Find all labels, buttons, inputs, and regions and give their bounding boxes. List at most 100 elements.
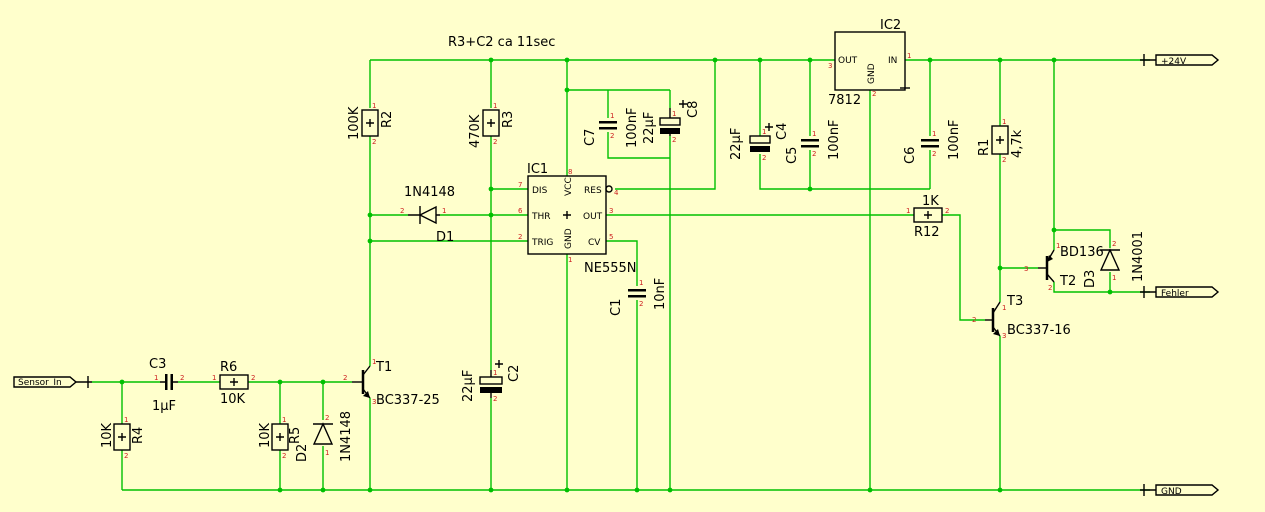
r6-value: 10K <box>220 392 246 407</box>
c4-name: C4 <box>775 123 790 140</box>
ic1-pin-res: RES <box>584 186 602 196</box>
diode-d3[interactable]: D3 1N4001 2 1 <box>1083 231 1146 288</box>
ic1-res-inversion-dot <box>605 185 613 193</box>
pin-num: 1 <box>154 374 158 382</box>
c6-name: C6 <box>903 147 918 164</box>
ic1-pin-trig: TRIG <box>531 238 553 248</box>
port-gnd[interactable]: GND <box>1140 484 1220 497</box>
c3-value: 1µF <box>152 399 176 414</box>
d2-value: 1N4148 <box>339 411 354 462</box>
port-sensor-in[interactable]: Sensor_In <box>13 376 92 388</box>
ic2-7812[interactable]: IC2 7812 OUT IN GND 3 1 2 <box>828 18 911 108</box>
resistor-r3[interactable]: 470K R3 1 2 <box>468 102 516 148</box>
t2-value: BD136 <box>1060 245 1104 260</box>
c5-value: 100nF <box>827 119 842 160</box>
pin-num: 2 <box>343 374 347 382</box>
pin-num: 2 <box>372 138 376 146</box>
ic2-pin-gnd: GND <box>867 63 877 84</box>
port-24v[interactable]: +24V <box>1140 54 1220 67</box>
pin-num: 8 <box>568 168 572 176</box>
r3-value: 470K <box>468 114 483 148</box>
c2-name: C2 <box>507 365 522 382</box>
pin-num: 3 <box>1024 265 1028 273</box>
pin-num: 1 <box>907 52 911 60</box>
c8-name: C8 <box>686 101 701 118</box>
pin-num: 1 <box>1002 304 1006 312</box>
transistor-t1[interactable]: T1 BC337-25 2 1 3 <box>343 358 440 408</box>
pin-num: 1 <box>568 256 572 264</box>
c8-value: 22µF <box>642 112 657 144</box>
c1-name: C1 <box>609 299 624 316</box>
capacitor-c6[interactable]: C6 100nF 1 2 <box>903 119 962 164</box>
r1-value: 4,7k <box>1010 129 1025 158</box>
pin-num: 2 <box>610 132 614 140</box>
pin-num: 3 <box>609 207 613 215</box>
capacitor-c2[interactable]: 22µF C2 1 2 <box>461 360 522 403</box>
resistor-r4[interactable]: 10K R4 1 2 <box>100 416 146 460</box>
pin-num: 2 <box>762 154 766 162</box>
pin-num: 2 <box>972 316 976 324</box>
diode-d2[interactable]: D2 1N4148 2 1 <box>295 411 354 462</box>
capacitor-c5[interactable]: C5 100nF 1 2 <box>785 119 842 164</box>
pin-num: 2 <box>932 150 936 158</box>
diode-d1[interactable]: 1N4148 D1 2 1 <box>400 185 455 245</box>
pin-num: 1 <box>1056 242 1060 250</box>
pin-num: 1 <box>672 110 676 118</box>
pin-num: 6 <box>518 207 523 215</box>
capacitor-c3[interactable]: C3 1µF 1 2 <box>149 357 184 414</box>
ic1-pin-dis: DIS <box>532 186 548 196</box>
ic2-name: IC2 <box>880 18 901 33</box>
capacitor-c8[interactable]: 22µF C8 1 2 <box>642 100 701 144</box>
pin-num: 3 <box>372 398 376 406</box>
pin-num: 2 <box>180 374 184 382</box>
pin-num: 2 <box>1048 284 1052 292</box>
pin-num: 2 <box>1112 240 1116 248</box>
t3-name: T3 <box>1006 294 1023 309</box>
d2-name: D2 <box>295 444 310 462</box>
pin-num: 1 <box>493 102 497 110</box>
d3-value: 1N4001 <box>1131 231 1146 282</box>
port-fehler[interactable]: Fehler <box>1140 286 1220 299</box>
ic2-pin-out: OUT <box>838 56 858 66</box>
pin-num: 3 <box>1002 332 1006 340</box>
capacitor-c7[interactable]: C7 100nF 1 2 <box>583 107 640 148</box>
r12-name: R12 <box>914 225 940 240</box>
pin-num: 2 <box>282 452 286 460</box>
pin-num: 1 <box>639 279 643 287</box>
ic1-ne555[interactable]: IC1 NE555N DIS THR TRIG RES OUT CV VCC G… <box>518 162 636 276</box>
transistor-t2[interactable]: BD136 T2 3 1 2 <box>1024 242 1104 292</box>
resistor-r2[interactable]: 100K R2 1 2 <box>347 102 395 146</box>
pin-num: 1 <box>372 102 376 110</box>
pin-num: 1 <box>212 374 216 382</box>
pin-num: 2 <box>325 414 329 422</box>
wires <box>92 59 1150 491</box>
pin-num: 2 <box>945 207 949 215</box>
resistor-r6[interactable]: R6 10K 1 2 <box>212 360 255 407</box>
resistor-r1[interactable]: R1 4,7k 1 2 <box>977 118 1025 164</box>
pin-num: 3 <box>828 62 832 70</box>
t2-name: T2 <box>1059 274 1076 289</box>
c7-name: C7 <box>583 129 598 146</box>
transistor-t3[interactable]: T3 BC337-16 2 1 3 <box>972 294 1071 340</box>
resistor-r12[interactable]: 1K R12 1 2 <box>906 194 949 240</box>
resistor-r5[interactable]: 10K R5 1 2 <box>258 416 303 460</box>
pin-num: 2 <box>124 452 128 460</box>
c1-value: 10nF <box>653 278 668 310</box>
pin-num: 2 <box>672 136 676 144</box>
pin-num: 2 <box>400 207 404 215</box>
ic2-value: 7812 <box>828 93 861 108</box>
pin-num: 1 <box>282 416 286 424</box>
r1-name: R1 <box>977 139 992 156</box>
capacitor-c1[interactable]: C1 10nF 1 2 <box>609 278 668 316</box>
pin-num: 2 <box>1002 156 1006 164</box>
r5-name: R5 <box>288 427 303 444</box>
timing-annotation: R3+C2 ca 11sec <box>448 35 555 50</box>
r2-value: 100K <box>347 106 362 140</box>
capacitor-c4[interactable]: 22µF C4 1 2 <box>729 123 790 162</box>
port-gnd-label: GND <box>1161 487 1182 497</box>
r4-name: R4 <box>131 427 146 444</box>
r6-name: R6 <box>220 360 237 375</box>
c4-value: 22µF <box>729 128 744 160</box>
port-24v-label: +24V <box>1161 57 1187 67</box>
